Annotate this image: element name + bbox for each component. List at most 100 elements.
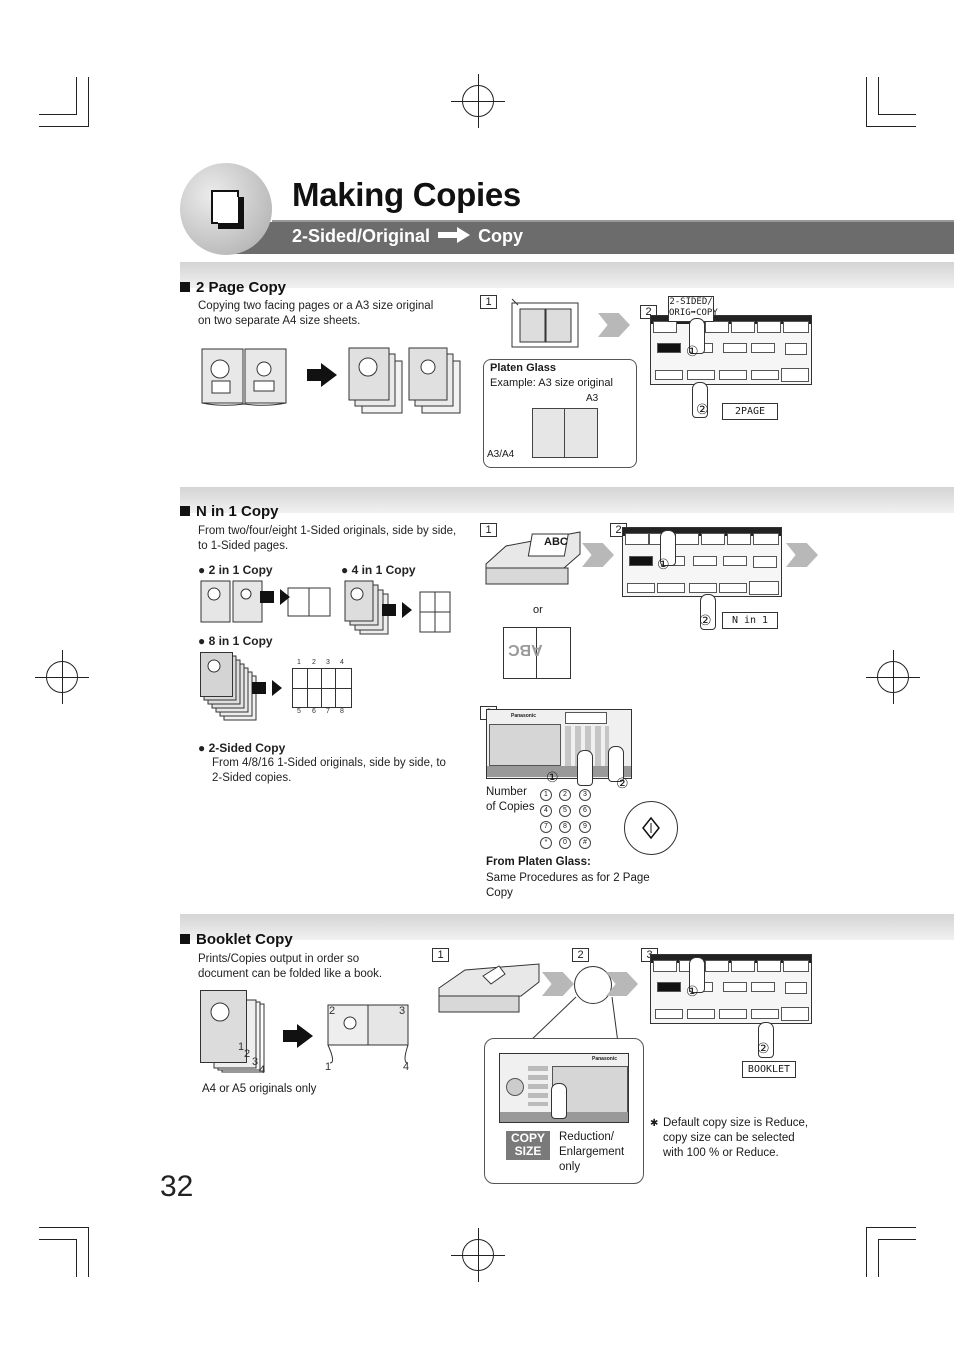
from-platen-title: From Platen Glass: bbox=[486, 856, 591, 868]
platen-abc-illustration: ABC bbox=[503, 627, 571, 679]
booklet-orig-num-3: 3 bbox=[252, 1056, 259, 1068]
sub-2sided-desc: From 4/8/16 1-Sided originals, side by s… bbox=[212, 757, 446, 784]
from-platen-desc: Same Procedures as for 2 Page Copy bbox=[486, 872, 650, 899]
chevron-right-icon bbox=[598, 313, 630, 337]
4in1-illustration bbox=[344, 580, 454, 640]
default-size-note: Default copy size is Reduce, copy size c… bbox=[663, 1117, 809, 1159]
booklet-orig-num-2: 2 bbox=[244, 1048, 251, 1060]
header-band-line bbox=[272, 220, 954, 222]
step-1: 1 bbox=[480, 295, 497, 309]
key-4[interactable]: 4 bbox=[540, 805, 552, 817]
section-desc-booklet: Prints/Copies output in order so documen… bbox=[198, 953, 383, 980]
copy-size-desc: Reduction/ Enlargement only bbox=[559, 1131, 625, 1173]
sub-4in1-title: ● 4 in 1 Copy bbox=[341, 563, 416, 577]
bullet-square-icon bbox=[180, 282, 190, 292]
pointing-hand-icon bbox=[692, 382, 708, 418]
sub-8in1-title: ● 8 in 1 Copy bbox=[198, 634, 273, 648]
platen-glass-box: Platen Glass Example: A3 size original A… bbox=[483, 359, 637, 468]
key-hash[interactable]: # bbox=[579, 837, 591, 849]
chevron-right-icon bbox=[542, 972, 574, 996]
platen-glass-example: Example: A3 size original bbox=[490, 377, 613, 389]
pointing-hand-icon bbox=[608, 746, 624, 782]
step-1: 1 bbox=[432, 948, 449, 962]
pointing-hand-icon bbox=[577, 750, 593, 786]
circled-number-1: ① bbox=[546, 769, 559, 785]
page-title: Making Copies bbox=[292, 176, 521, 213]
8in1-num-8: 8 bbox=[340, 708, 344, 715]
pointing-hand-icon bbox=[758, 1022, 774, 1058]
key-1[interactable]: 1 bbox=[540, 789, 552, 801]
section-desc-2page: Copying two facing pages or a A3 size or… bbox=[198, 300, 434, 327]
key-8[interactable]: 8 bbox=[559, 821, 571, 833]
key-6[interactable]: 6 bbox=[579, 805, 591, 817]
platen-glass-title: Platen Glass bbox=[490, 362, 557, 374]
panel-brand: Panasonic bbox=[511, 713, 537, 719]
booklet-orig-num-1: 1 bbox=[238, 1041, 245, 1053]
circled-number-1: ① bbox=[686, 343, 699, 359]
pointing-hand-icon bbox=[551, 1083, 567, 1119]
section-title-nin1: N in 1 Copy bbox=[180, 503, 279, 520]
a3-original-outline bbox=[532, 408, 598, 458]
booklet-result-num-2: 2 bbox=[329, 1005, 336, 1017]
open-book-illustration bbox=[200, 347, 288, 407]
pointing-hand-icon bbox=[689, 318, 705, 354]
registration-mark-left bbox=[35, 650, 89, 704]
2in1-illustration bbox=[200, 580, 332, 624]
copy-size-detail-box: Panasonic COPY SIZE Reduction/ Enlargeme… bbox=[484, 1038, 644, 1184]
circled-number-2: ② bbox=[757, 1040, 770, 1056]
circled-number-1: ① bbox=[686, 983, 699, 999]
step-2: 2 bbox=[572, 948, 589, 962]
label-a3: A3 bbox=[586, 393, 599, 404]
booklet-originals-illustration bbox=[200, 990, 268, 1076]
booklet-result-num-3: 3 bbox=[399, 1005, 406, 1017]
section-title-booklet: Booklet Copy bbox=[180, 931, 293, 948]
asterisk-icon: ✱ bbox=[650, 1118, 659, 1129]
pointing-hand-icon bbox=[700, 594, 716, 630]
key-5[interactable]: 5 bbox=[559, 805, 571, 817]
adf-copier-booklet-illustration bbox=[437, 958, 543, 1018]
circled-number-2: ② bbox=[696, 401, 709, 417]
key-3[interactable]: 3 bbox=[579, 789, 591, 801]
booklet-button[interactable]: BOOKLET bbox=[742, 1061, 796, 1078]
booklet-originals-note: A4 or A5 originals only bbox=[202, 1083, 317, 1095]
booklet-result-illustration bbox=[326, 1003, 412, 1065]
subtitle-source: 2-Sided/Original bbox=[292, 226, 431, 246]
abc-document: ABC bbox=[544, 536, 568, 548]
key-star[interactable]: * bbox=[540, 837, 552, 849]
copy-chapter-icon bbox=[180, 163, 272, 255]
booklet-result-num-4: 4 bbox=[403, 1061, 410, 1073]
8in1-num-4: 4 bbox=[340, 659, 344, 666]
sub-2in1-title: ● 2 in 1 Copy bbox=[198, 563, 273, 577]
control-panel-illustration: Panasonic bbox=[486, 709, 632, 779]
n-in-1-button[interactable]: N in 1 bbox=[722, 612, 778, 629]
right-arrow-icon bbox=[252, 680, 282, 696]
adf-copier-illustration: ABC bbox=[484, 524, 588, 590]
right-arrow-icon bbox=[307, 363, 337, 387]
key-9[interactable]: 9 bbox=[579, 821, 591, 833]
subtitle-target: Copy bbox=[478, 226, 524, 246]
8in1-num-6: 6 bbox=[312, 708, 316, 715]
key-0[interactable]: 0 bbox=[559, 837, 571, 849]
right-arrow-icon bbox=[437, 226, 471, 248]
start-button[interactable] bbox=[624, 801, 678, 855]
key-7[interactable]: 7 bbox=[540, 821, 552, 833]
zoom-circle bbox=[574, 966, 612, 1004]
section-band-booklet bbox=[180, 914, 954, 940]
chevron-right-icon bbox=[786, 543, 818, 567]
zoom-connector-lines bbox=[527, 996, 619, 1044]
page-number: 32 bbox=[160, 1170, 194, 1203]
pointing-hand-icon bbox=[689, 957, 705, 993]
panel-tab-2sided-orig-copy[interactable]: 2-SIDED/ORIG➡COPY bbox=[668, 296, 718, 322]
touch-panel-booklet bbox=[650, 954, 812, 1024]
pointing-hand-icon bbox=[660, 530, 676, 566]
circled-number-2: ② bbox=[699, 612, 712, 628]
right-arrow-icon bbox=[382, 602, 412, 618]
key-2[interactable]: 2 bbox=[559, 789, 571, 801]
touch-panel-2page bbox=[650, 315, 812, 385]
booklet-orig-num-4: 4 bbox=[259, 1064, 266, 1076]
8in1-stack-illustration bbox=[200, 652, 262, 724]
registration-mark-bottom bbox=[451, 1228, 505, 1282]
circled-number-1: ① bbox=[657, 556, 670, 572]
touch-panel-nin1 bbox=[622, 527, 782, 597]
2page-button[interactable]: 2PAGE bbox=[722, 403, 778, 420]
